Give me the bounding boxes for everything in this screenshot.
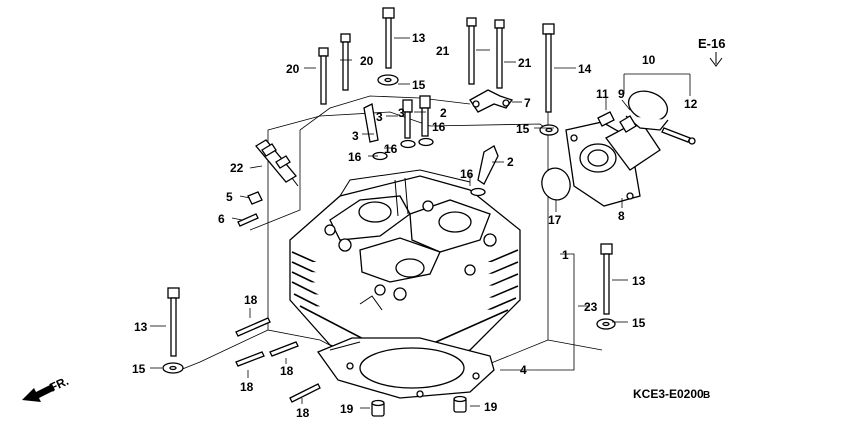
callout-16-a: 16 xyxy=(432,120,446,134)
callout-18-a: 18 xyxy=(244,293,258,307)
drawing-code: KCE3-E0200 xyxy=(633,387,704,401)
section-reference: E-16 xyxy=(698,36,725,51)
callout-17: 17 xyxy=(548,213,562,227)
bolt-21-right xyxy=(494,19,505,89)
callout-20-right: 20 xyxy=(360,54,374,68)
callout-8: 8 xyxy=(618,209,625,223)
cylinder-head xyxy=(289,169,521,373)
callout-10: 10 xyxy=(642,53,656,67)
callout-9: 9 xyxy=(618,87,625,101)
callout-16-d: 16 xyxy=(460,167,474,181)
drawing-code-suffix: B xyxy=(703,390,710,401)
stud-bolts xyxy=(235,317,321,403)
callout-1: 1 xyxy=(562,248,569,262)
callout-21-right: 21 xyxy=(518,56,532,70)
bolt-13-left xyxy=(167,287,180,357)
screw-11 xyxy=(597,111,615,127)
bolt-21-left xyxy=(466,17,477,85)
dowel-5 xyxy=(247,191,263,205)
fr-arrow-icon xyxy=(22,384,55,402)
bracket xyxy=(469,89,514,113)
callout-20-left: 20 xyxy=(286,62,300,76)
callout-3-mid: 3 xyxy=(376,110,383,124)
callout-12: 12 xyxy=(684,97,698,111)
callout-3-left: 3 xyxy=(352,129,359,143)
callout-13-right: 13 xyxy=(632,274,646,288)
callout-14: 14 xyxy=(578,62,592,76)
stud-3-parts xyxy=(363,99,413,143)
hose-band xyxy=(625,90,669,131)
callout-18-b: 18 xyxy=(240,380,254,394)
callout-4: 4 xyxy=(520,363,527,377)
bolt-20-left xyxy=(318,47,329,105)
head-gasket xyxy=(316,337,495,399)
callout-6: 6 xyxy=(218,212,225,226)
callout-19-right: 19 xyxy=(484,400,498,414)
dowel-pin-left xyxy=(371,399,385,417)
callout-2-upper: 2 xyxy=(440,106,447,120)
callout-16-c: 16 xyxy=(348,150,362,164)
cap-nut-2-parts xyxy=(419,95,499,185)
intake-o-ring xyxy=(541,167,571,201)
callout-5: 5 xyxy=(226,190,233,204)
callout-2-lower: 2 xyxy=(507,155,514,169)
spark-plug xyxy=(255,139,299,187)
insulator xyxy=(565,119,661,207)
callout-7: 7 xyxy=(524,96,531,110)
o-rings xyxy=(372,137,486,197)
callout-15-mid: 15 xyxy=(516,122,530,136)
bolt-14 xyxy=(542,23,555,113)
callout-19-left: 19 xyxy=(340,402,354,416)
callout-11: 11 xyxy=(596,87,609,101)
callout-15-top: 15 xyxy=(412,78,426,92)
callout-18-d: 18 xyxy=(296,406,310,420)
dowel-pin-right xyxy=(453,395,467,413)
direction-label: FR. xyxy=(47,374,70,395)
callout-15-right: 15 xyxy=(632,316,646,330)
bolt-20-right xyxy=(340,33,351,91)
callout-13-top: 13 xyxy=(412,31,426,45)
callout-3-right: 3 xyxy=(398,106,405,120)
callout-21-left: 21 xyxy=(436,44,450,58)
section-reference-arrow xyxy=(709,52,723,67)
callout-15-left: 15 xyxy=(132,362,146,376)
callout-18-c: 18 xyxy=(280,364,294,378)
band-9 xyxy=(619,115,637,133)
screw-12 xyxy=(661,127,696,145)
washers xyxy=(162,74,616,374)
bolt-13-top xyxy=(382,7,395,69)
pin-6 xyxy=(237,213,259,227)
callout-23: 23 xyxy=(584,300,598,314)
callout-22: 22 xyxy=(230,161,244,175)
leader-lines xyxy=(150,37,691,409)
callout-16-b: 16 xyxy=(384,142,398,156)
bolt-13-right xyxy=(600,243,613,315)
callout-13-left: 13 xyxy=(134,320,148,334)
